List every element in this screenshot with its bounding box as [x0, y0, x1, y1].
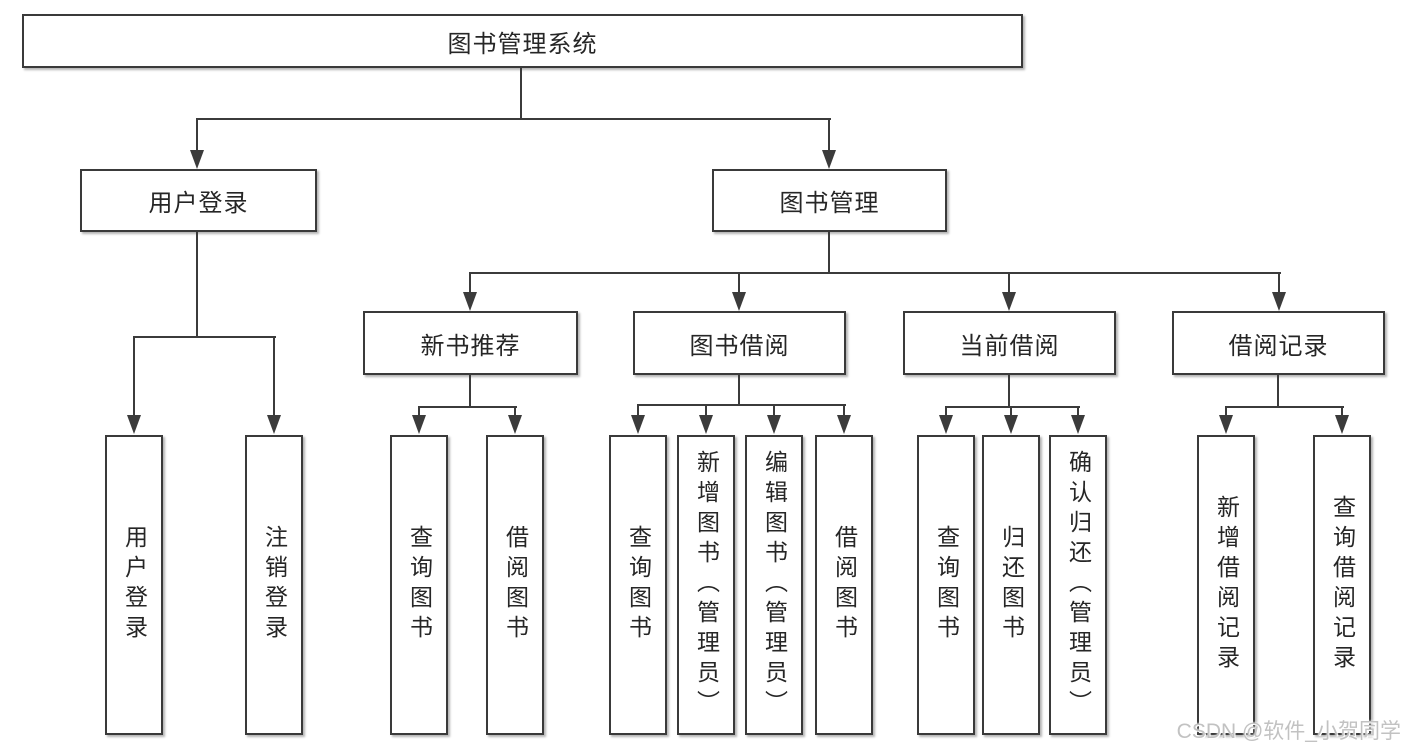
arrow-to-current-borrow [1002, 272, 1016, 311]
arrow-to-logout [267, 336, 281, 434]
connector-book-mgmt-drop [828, 232, 830, 274]
arrow-to-new-book [463, 272, 477, 311]
arrow-bb-query [631, 404, 645, 434]
node-bb-borrow-book: 借阅图书 [815, 435, 873, 735]
arrow-nb-query [412, 406, 426, 434]
connector-user-login-bus [133, 336, 276, 338]
node-nb-borrow-book: 借阅图书 [486, 435, 544, 735]
arrow-br-add [1219, 406, 1233, 434]
connector-root-bus [196, 118, 831, 120]
node-login: 用户登录 [105, 435, 163, 735]
arrow-cb-query [939, 406, 953, 434]
arrow-nb-borrow [508, 406, 522, 434]
connector-root-drop [520, 68, 522, 120]
connector-book-borrow-bus [637, 404, 846, 406]
node-br-query-record: 查询借阅记录 [1313, 435, 1371, 735]
arrow-br-query [1335, 406, 1349, 434]
arrow-bb-add [699, 404, 713, 434]
arrow-to-login [127, 336, 141, 434]
node-new-book-recommend: 新书推荐 [363, 311, 578, 375]
connector-new-book-bus [418, 406, 517, 408]
node-book-borrow: 图书借阅 [633, 311, 846, 375]
arrow-to-book-borrow [732, 272, 746, 311]
connector-book-mgmt-bus [469, 272, 1281, 274]
connector-book-borrow-drop [738, 375, 740, 406]
connector-new-book-drop [469, 375, 471, 408]
connector-current-borrow-drop [1008, 375, 1010, 408]
node-bb-add-book-admin: 新增图书（管理员） [677, 435, 735, 735]
node-bb-edit-book-admin: 编辑图书（管理员） [745, 435, 803, 735]
connector-current-borrow-bus [945, 406, 1080, 408]
connector-borrow-record-bus [1225, 406, 1344, 408]
node-br-add-record: 新增借阅记录 [1197, 435, 1255, 735]
arrow-to-borrow-record [1272, 272, 1286, 311]
arrow-bb-borrow [837, 404, 851, 434]
arrow-bb-edit [767, 404, 781, 434]
connector-borrow-record-drop [1277, 375, 1279, 408]
node-user-login: 用户登录 [80, 169, 317, 232]
node-borrow-record: 借阅记录 [1172, 311, 1385, 375]
node-cb-confirm-return-admin: 确认归还（管理员） [1049, 435, 1107, 735]
node-current-borrow: 当前借阅 [903, 311, 1116, 375]
node-book-management: 图书管理 [712, 169, 947, 232]
arrow-to-user-login [190, 118, 204, 169]
node-cb-return-book: 归还图书 [982, 435, 1040, 735]
arrow-to-book-management [822, 118, 836, 169]
csdn-watermark: CSDN @软件_小贺同学 [1176, 720, 1401, 743]
node-cb-query-book: 查询图书 [917, 435, 975, 735]
node-bb-query-book: 查询图书 [609, 435, 667, 735]
node-nb-query-book: 查询图书 [390, 435, 448, 735]
arrow-cb-return [1004, 406, 1018, 434]
arrow-cb-confirm [1071, 406, 1085, 434]
node-logout: 注销登录 [245, 435, 303, 735]
connector-user-login-drop [196, 232, 198, 338]
node-library-system: 图书管理系统 [22, 14, 1023, 68]
